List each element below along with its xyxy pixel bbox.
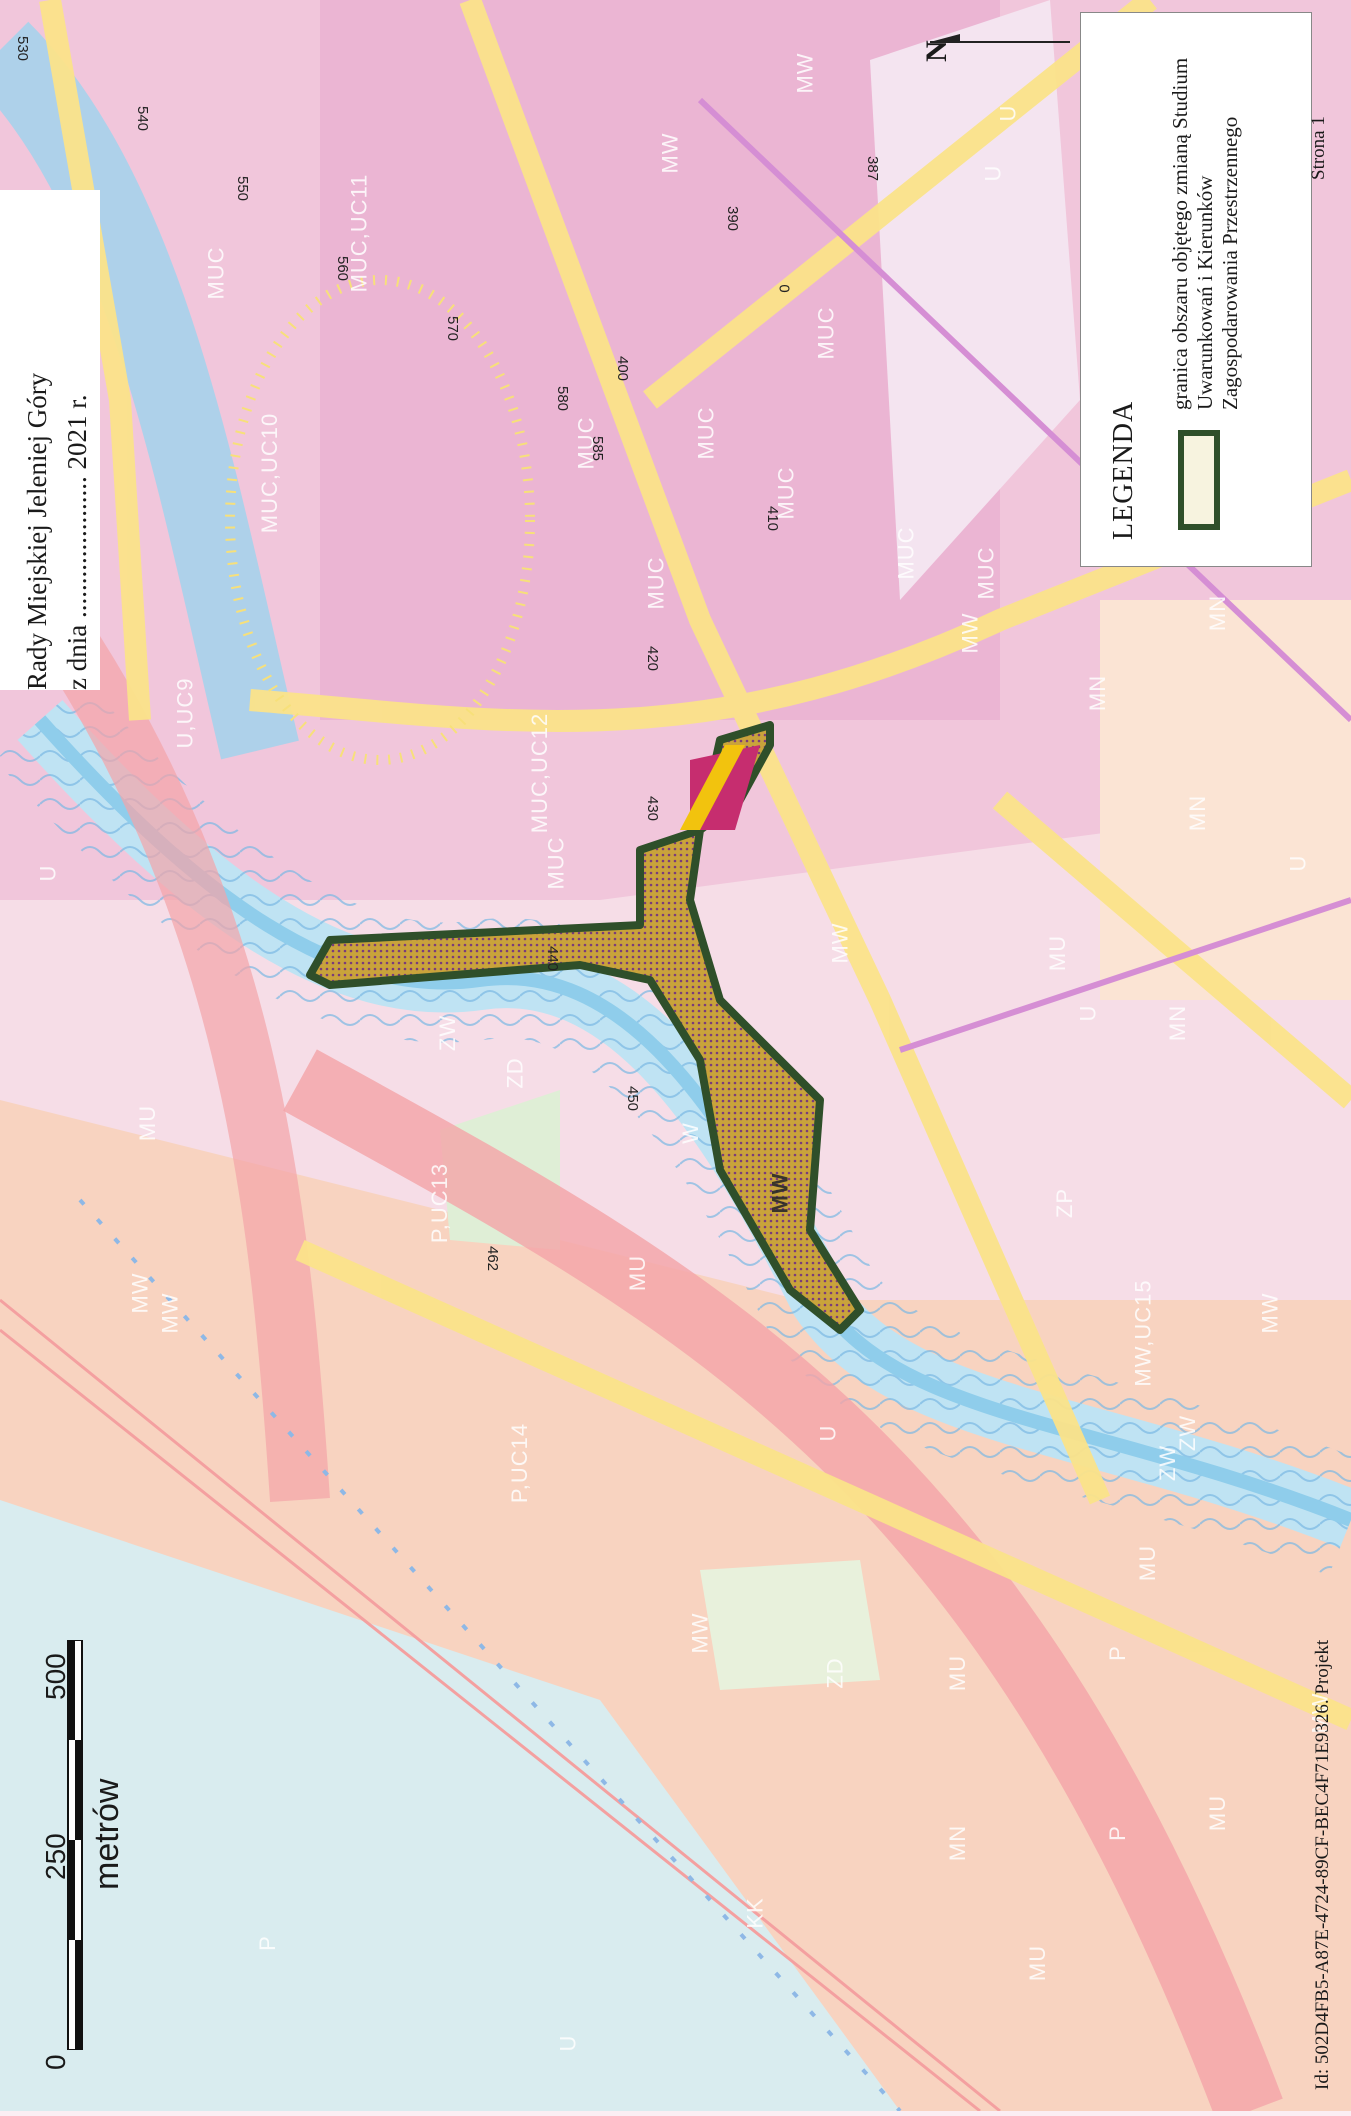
north-arrow-icon [930, 34, 1070, 43]
resolution-date: z dnia ..................... 2021 r. [62, 394, 92, 690]
expressway-corridor [15, 582, 330, 1502]
boundary-swatch-icon [1178, 430, 1220, 530]
zone-label: MW [157, 1292, 183, 1334]
zone-label: MW [792, 52, 818, 94]
elevation-label: 390 [724, 205, 742, 232]
zone-label: MU [1045, 934, 1071, 972]
downtown-zone [320, 0, 1000, 720]
zone-label: MUC [813, 306, 839, 360]
zone-label: P [1104, 1645, 1130, 1661]
zone-label: U [1285, 854, 1311, 872]
elevation-label: 450 [624, 1085, 642, 1112]
header-panel [0, 190, 100, 690]
page-label: Strona 1 [1308, 116, 1329, 180]
zone-label: U [815, 1424, 841, 1442]
zone-label: MU [135, 1104, 161, 1142]
zone-label: MN [1185, 794, 1211, 832]
scale-tick-0: 0 [40, 2054, 71, 2070]
zone-label: W [677, 1122, 703, 1144]
zone-label: MUC [643, 556, 669, 610]
residential-single-zone [1100, 600, 1351, 1000]
scale-unit: metrów [88, 1778, 126, 1890]
zone-label: MUC [973, 546, 999, 600]
zone-label: ZD [822, 1657, 848, 1689]
east-zone [870, 0, 1080, 600]
elevation-label: 550 [234, 175, 252, 202]
dotted-ring-road [225, 275, 535, 765]
zone-label: P [254, 1935, 280, 1951]
zone-label: U [1075, 1004, 1101, 1022]
zone-label: MN [1085, 674, 1111, 712]
zone-label: U [35, 864, 61, 882]
elevation-label: 440 [544, 945, 562, 972]
zone-label: MU [1135, 1544, 1161, 1582]
elevation-label: 387 [864, 155, 882, 182]
zone-label: MUC [543, 836, 569, 890]
zone-label: P [1104, 1825, 1130, 1841]
document-id: Id: 502D4FB5-A87E-4724-89CF-BEC4F71E9326… [1312, 1639, 1333, 2090]
zone-label: U [980, 164, 1006, 182]
elevation-label: 530 [14, 35, 32, 62]
zone-label: U [995, 104, 1021, 122]
power-line [697, 97, 1351, 723]
zone-label: ZW [1175, 1414, 1201, 1452]
river-channel [34, 715, 1351, 1527]
zone-label: MUC [693, 406, 719, 460]
stream-floodplain [0, 21, 299, 760]
zone-label: MW [657, 132, 683, 174]
north-label: N [920, 40, 953, 62]
zone-label: MW [957, 612, 983, 654]
scale-bar [67, 1640, 83, 2050]
zone-label: ZW [435, 1014, 461, 1052]
industrial-zone [0, 1500, 900, 2111]
elevation-label: 585 [589, 435, 607, 462]
railway-corridor [283, 1049, 1283, 2116]
scale-tick-500: 500 [40, 1653, 71, 1700]
council-title: Rady Miejskiej Jeleniej Góry [22, 372, 52, 690]
zone-label: U [555, 2034, 581, 2052]
zone-label: MN [945, 1824, 971, 1862]
power-line-2 [899, 897, 1351, 1053]
elevation-label: 420 [644, 645, 662, 672]
zone-label: MU [1025, 1944, 1051, 1982]
zone-label: MN [1205, 594, 1231, 632]
allotment-area [700, 1560, 880, 1690]
zone-label: MUC,UC10 [257, 412, 283, 534]
zone-label: MUC [203, 246, 229, 300]
legend-title: LEGENDA [1108, 400, 1139, 540]
zone-label: P,UC13 [427, 1162, 453, 1244]
zone-label: MU [625, 1254, 651, 1292]
zone-label: P,UC14 [507, 1422, 533, 1504]
elevation-label: 560 [334, 255, 352, 282]
zone-label: MN [1165, 1004, 1191, 1042]
zone-label: MW [767, 1172, 793, 1214]
legend-item-text: granica obszaru objętego zmianą Studium … [1168, 57, 1242, 410]
zone-label: KK [742, 1897, 768, 1929]
elevation-label: 0 [775, 284, 793, 293]
zone-label: MW [687, 1612, 713, 1654]
zone-label: ZD [502, 1057, 528, 1089]
zone-label: MU [1205, 1794, 1231, 1832]
zone-label: U,UC9 [172, 677, 198, 749]
zone-label: MW [827, 922, 853, 964]
elevation-label: 410 [764, 505, 782, 532]
zone-label: MW [1257, 1292, 1283, 1334]
elevation-label: 540 [134, 105, 152, 132]
zone-label: MUC [893, 526, 919, 580]
elevation-label: 430 [644, 795, 662, 822]
elevation-label: 570 [444, 315, 462, 342]
zone-label: MW,UC15 [1130, 1279, 1156, 1387]
elevation-label: 462 [484, 1245, 502, 1272]
rail-track-2 [0, 1328, 981, 2113]
rail-track-1 [0, 1298, 1001, 2113]
change-area-boundary [306, 721, 864, 1334]
elevation-label: 400 [614, 355, 632, 382]
change-area-road-part [680, 745, 745, 830]
zone-label: MW [127, 1272, 153, 1314]
scale-tick-250: 250 [40, 1833, 71, 1880]
zone-label: MU [945, 1654, 971, 1692]
zone-label: MUC,UC12 [527, 712, 553, 834]
elevation-label: 580 [554, 385, 572, 412]
zone-label: ZP [1052, 1187, 1078, 1219]
